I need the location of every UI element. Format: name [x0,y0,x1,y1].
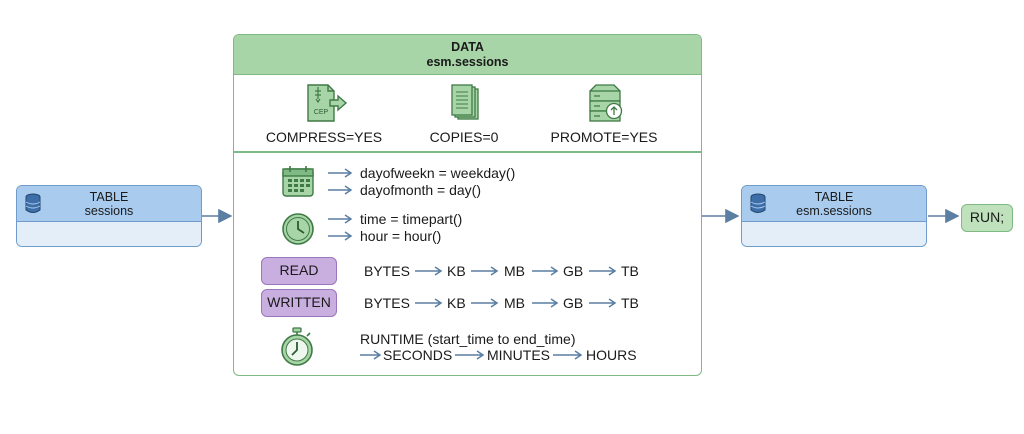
read-flow-arrows [415,266,617,276]
clock-icon [282,213,314,245]
option-copies: COPIES=0 [404,83,524,145]
target-table-name: esm.sessions [796,204,872,218]
calendar-field-day: dayofmonth = day() [360,182,482,198]
written-unit-tb: TB [621,295,639,311]
data-panel-title: DATA [451,40,484,54]
written-unit-gb: GB [563,295,584,311]
compress-file-icon: CEP [307,84,348,122]
option-promote: PROMOTE=YES [544,83,664,145]
written-unit-bytes: BYTES [364,295,410,311]
clock-field-hour: hour = hour() [360,228,442,244]
source-table-body [17,222,201,246]
database-icon [25,193,41,213]
option-compress: CEP COMPRESS=YES [264,83,384,145]
target-table-node[interactable]: TABLE esm.sessions [741,185,927,247]
source-table-kind: TABLE [89,190,129,204]
database-icon [750,193,766,213]
clock-arrows [328,214,353,241]
runtime-unit-minutes: MINUTES [487,347,550,363]
option-promote-label: PROMOTE=YES [550,129,658,145]
calendar-icon [282,166,314,197]
data-panel: DATA esm.sessions CEP COMPRESS=YES COPIE… [233,34,702,376]
read-unit-bytes: BYTES [364,263,410,279]
target-table-kind: TABLE [814,190,854,204]
runtime-unit-seconds: SECONDS [383,347,453,363]
runtime-label: RUNTIME (start_time to end_time) [360,331,576,347]
data-panel-header: DATA esm.sessions [234,35,701,75]
written-unit-mb: MB [504,295,525,311]
stopwatch-icon [281,327,313,366]
runtime-flow-arrows [360,350,583,360]
calendar-arrows [328,168,353,195]
target-table-body [742,222,926,246]
read-unit-kb: KB [447,263,466,279]
option-copies-label: COPIES=0 [429,129,499,145]
read-unit-tb: TB [621,263,639,279]
run-button[interactable]: RUN; [961,204,1013,232]
written-badge: WRITTEN [261,289,337,317]
compress-icon-text: CEP [314,109,329,116]
read-unit-gb: GB [563,263,584,279]
source-table-node[interactable]: TABLE sessions [16,185,202,247]
written-size-flow: BYTES KB MB GB TB [364,295,654,313]
server-promote-icon [589,84,623,122]
written-unit-kb: KB [447,295,466,311]
target-table-header: TABLE esm.sessions [742,186,926,222]
option-compress-label: COMPRESS=YES [265,129,383,145]
written-flow-arrows [415,298,617,308]
read-badge: READ [261,257,337,285]
read-size-flow: BYTES KB MB GB TB [364,263,654,281]
calendar-field-weekday: dayofweekn = weekday() [360,165,516,181]
runtime-flow: SECONDS MINUTES HOURS [360,347,660,365]
clock-field-time: time = timepart() [360,211,463,227]
data-panel-dataset: esm.sessions [426,55,509,69]
read-unit-mb: MB [504,263,525,279]
copies-icon [451,84,479,120]
source-table-header: TABLE sessions [17,186,201,222]
panel-divider [234,151,701,153]
source-table-name: sessions [84,204,134,218]
runtime-unit-hours: HOURS [586,347,637,363]
